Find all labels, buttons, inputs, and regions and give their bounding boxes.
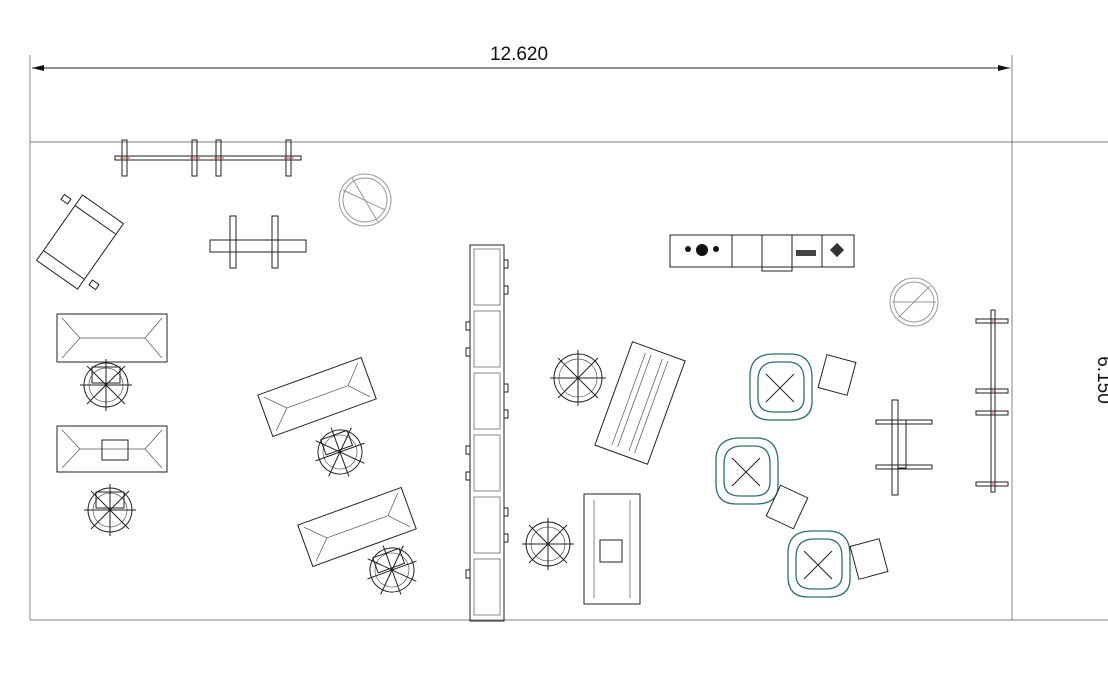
table-bottom-center [583,493,641,605]
table-tilted-2 [297,486,417,568]
office-chair [522,518,574,570]
office-chair [80,359,132,411]
table-tilted-3 [594,341,686,465]
height-dimension-label: 6.150 [1093,356,1108,404]
wall-shelf-top-left [114,139,302,177]
desk-frame-right [875,399,933,496]
side-table [849,538,889,580]
shelving-column [465,244,509,622]
round-stool-top [338,173,392,227]
reception-counter [669,234,855,272]
wall-shelf-right [975,309,1009,493]
table-left-1 [56,313,168,363]
lounge-chair [787,530,851,598]
lounge-chair [715,437,779,505]
round-stool-right [889,277,939,327]
table-tilted-1 [257,356,377,438]
side-table [817,354,857,396]
office-chair [84,484,136,536]
width-dimension: 12.620 [32,44,1010,71]
office-chair [367,545,417,595]
room-outline [29,55,1108,621]
lounge-chair [749,353,813,421]
office-chair [315,427,365,477]
desk-frame-tilted [35,193,125,291]
desk-frame-small [209,215,307,269]
table-left-2 [56,425,168,473]
side-table [765,484,809,530]
office-chair [550,350,606,406]
width-dimension-label: 12.620 [490,44,548,65]
